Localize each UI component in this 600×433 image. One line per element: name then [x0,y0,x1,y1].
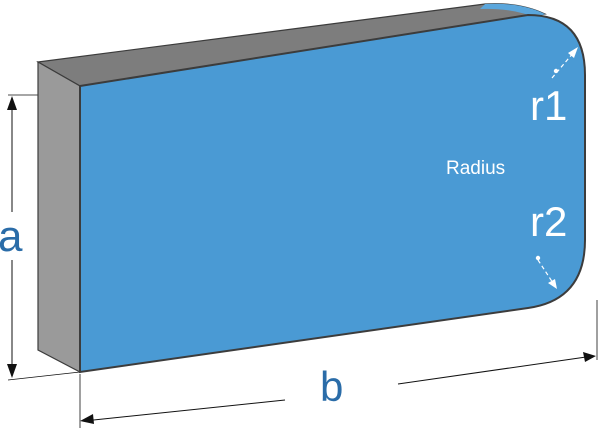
arrowhead-r1 [568,47,578,58]
arrowhead-b-left [80,414,94,424]
arrowhead-b-right [583,352,596,362]
label-a: a [0,212,23,261]
dimension-line-b-left [83,399,286,422]
arrowhead-a-bottom [7,364,17,378]
block-front-face [79,13,586,374]
arrowhead-a-top [7,96,17,110]
block-side-face [37,60,81,373]
label-r1: r1 [530,82,567,129]
label-radius: Radius [446,158,505,179]
label-r2: r2 [530,198,567,245]
dimension-line-b-right [397,355,594,385]
arrowhead-r2 [548,279,557,289]
extension-line-a-bottom [7,371,81,381]
radius-arrow-r1 [551,51,575,79]
radius-center-r1 [553,68,559,74]
radius-center-r2 [535,255,541,261]
label-b: b [320,363,343,410]
radius-arrow-r2 [537,259,554,284]
label-a-gap [0,212,26,260]
